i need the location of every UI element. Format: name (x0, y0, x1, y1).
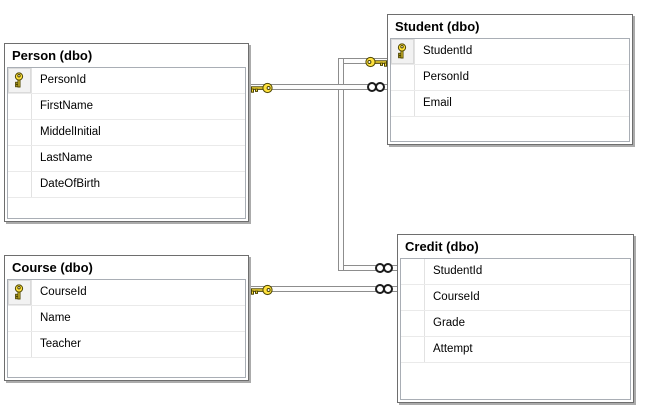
table-row[interactable]: PersonId (391, 65, 629, 91)
table-title-person[interactable]: Person (dbo) (7, 46, 246, 66)
table-row[interactable]: Email (391, 91, 629, 117)
column-name: Teacher (40, 338, 81, 350)
relationship-line-course-credit[interactable] (249, 286, 398, 292)
relationship-line-person-student[interactable] (249, 84, 388, 90)
relationship-line-student-credit-bottom[interactable] (344, 265, 399, 271)
column-name: LastName (40, 152, 93, 164)
row-selector-cell (8, 120, 32, 145)
table-row[interactable]: CourseId (401, 285, 630, 311)
relationship-line-student-credit-vertical[interactable] (338, 58, 344, 271)
table-grid: CourseId Name Teacher (7, 279, 246, 378)
column-name: StudentId (423, 45, 473, 57)
table-grid: StudentId PersonId Email (390, 38, 630, 142)
column-name: Grade (433, 317, 465, 329)
table-person[interactable]: Person (dbo) PersonId FirstName (4, 43, 249, 222)
primary-key-icon (8, 68, 32, 93)
table-row[interactable]: Attempt (401, 337, 630, 363)
one-side-key-icon (364, 55, 388, 73)
table-credit[interactable]: Credit (dbo) StudentId CourseId Grade At… (397, 234, 634, 403)
table-grid: PersonId FirstName MiddelInitial LastNam… (7, 67, 246, 219)
row-selector-cell (8, 94, 32, 119)
many-side-infinity-icon (367, 82, 385, 92)
table-row[interactable]: FirstName (8, 94, 245, 120)
column-name: FirstName (40, 100, 94, 112)
column-name: MiddelInitial (40, 126, 101, 138)
table-title-credit[interactable]: Credit (dbo) (400, 237, 631, 257)
row-selector-cell (401, 285, 425, 310)
table-student[interactable]: Student (dbo) StudentId PersonId (387, 14, 633, 145)
row-selector-cell (8, 146, 32, 171)
row-selector-cell (8, 172, 32, 197)
column-name: Attempt (433, 343, 473, 355)
table-row[interactable]: DateOfBirth (8, 172, 245, 198)
row-selector-cell (391, 91, 415, 116)
table-title-course[interactable]: Course (dbo) (7, 258, 246, 278)
many-side-infinity-icon (375, 284, 393, 294)
column-name: StudentId (433, 265, 483, 277)
row-selector-cell (401, 259, 425, 284)
table-row[interactable]: Grade (401, 311, 630, 337)
table-row[interactable]: LastName (8, 146, 245, 172)
table-row[interactable]: Teacher (8, 332, 245, 358)
column-name: PersonId (40, 74, 87, 86)
table-row[interactable]: CourseId (8, 280, 245, 306)
row-selector-cell (401, 311, 425, 336)
row-selector-cell (391, 65, 415, 90)
one-side-key-icon (250, 283, 274, 301)
many-side-infinity-icon (375, 263, 393, 273)
table-title-student[interactable]: Student (dbo) (390, 17, 630, 37)
table-course[interactable]: Course (dbo) CourseId Name (4, 255, 249, 381)
table-row[interactable]: Name (8, 306, 245, 332)
column-name: Email (423, 97, 452, 109)
column-name: PersonId (423, 71, 470, 83)
one-side-key-icon (250, 81, 274, 99)
row-selector-cell (8, 306, 32, 331)
primary-key-icon (391, 39, 415, 64)
row-selector-cell (8, 332, 32, 357)
column-name: CourseId (433, 291, 480, 303)
table-row[interactable]: StudentId (401, 259, 630, 285)
table-grid: StudentId CourseId Grade Attempt (400, 258, 631, 400)
primary-key-icon (8, 280, 32, 305)
column-name: CourseId (40, 286, 87, 298)
table-row[interactable]: MiddelInitial (8, 120, 245, 146)
column-name: DateOfBirth (40, 178, 101, 190)
table-row[interactable]: PersonId (8, 68, 245, 94)
column-name: Name (40, 312, 71, 324)
row-selector-cell (401, 337, 425, 362)
table-row[interactable]: StudentId (391, 39, 629, 65)
